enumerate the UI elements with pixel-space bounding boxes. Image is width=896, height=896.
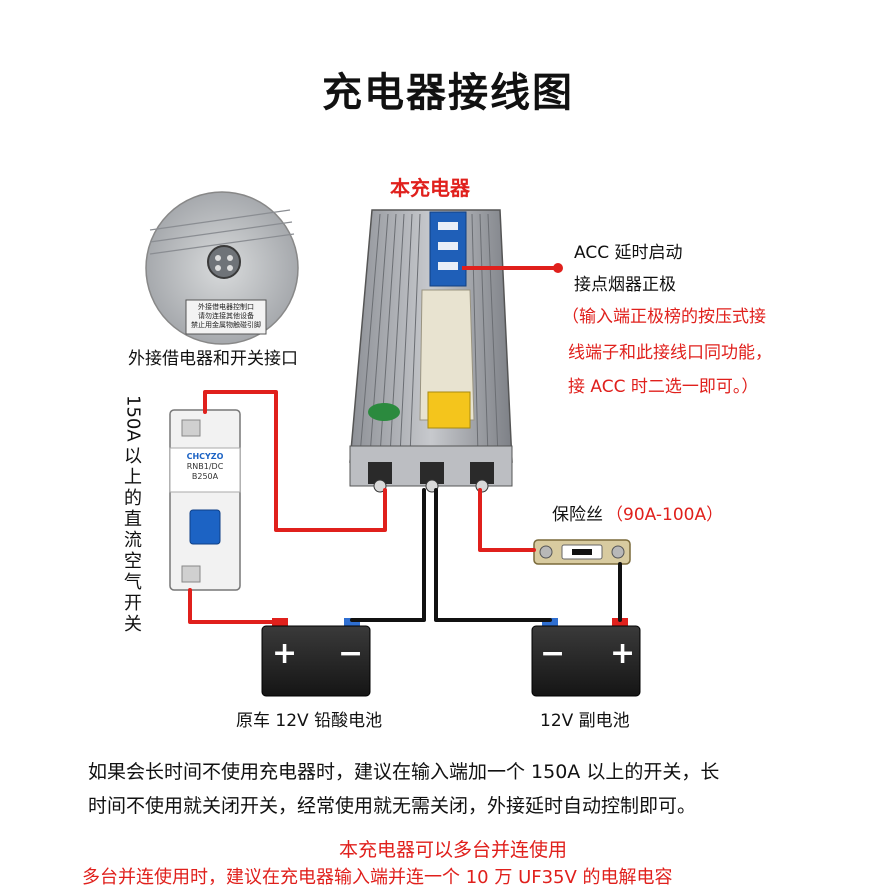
acc-line-2: 接点烟器正极 — [574, 275, 676, 295]
battery-main-label: 原车 12V 铅酸电池 — [236, 711, 383, 731]
breaker-brand: CHCYZO — [186, 452, 224, 461]
breaker-model-line: RNB1/DC — [186, 462, 224, 471]
wire-black-main-ground — [350, 488, 426, 622]
charger-unit — [349, 209, 513, 493]
note-red-2: 多台并连使用时，建议在充电器输入端并连一个 10 万 UF35V 的电解电容 — [82, 867, 673, 888]
breaker-label-char: 150A — [122, 395, 144, 442]
wire-red-breaker-to-charger — [203, 390, 387, 532]
battery-aux — [531, 618, 641, 697]
wire-red-breaker-to-battery — [188, 588, 282, 624]
note-red-1: 本充电器可以多台并连使用 — [338, 839, 567, 861]
fuse — [533, 539, 631, 565]
breaker-label-char: 直 — [124, 508, 142, 530]
plug-plate-line: 请勿连接其他设备 — [198, 312, 254, 320]
plug-plate-text: 外接借电器控制口 请勿连接其他设备 禁止用金属物触碰引脚 — [188, 303, 264, 330]
breaker-vertical-label: 150A 以 上 的 直 流 空 气 开 关 — [118, 395, 148, 635]
breaker-label-char: 开 — [124, 592, 142, 614]
acc-note-2: 线端子和此接线口同功能， — [568, 343, 772, 363]
battery-aux-minus: − — [540, 636, 566, 671]
breaker-label-char: 的 — [124, 487, 142, 509]
breaker-label-char: 流 — [124, 529, 142, 551]
battery-main-plus: + — [272, 636, 298, 671]
breaker-label-char: 气 — [124, 571, 142, 593]
page-title: 充电器接线图 — [322, 70, 574, 116]
battery-aux-plus: + — [610, 636, 636, 671]
breaker-label-char: 上 — [124, 466, 142, 488]
acc-pointer-dot — [553, 263, 563, 273]
fuse-spec: （90A-100A） — [606, 505, 724, 525]
wire-red-charger-to-fuse — [478, 488, 536, 552]
acc-line-1: ACC 延时启动 — [574, 243, 683, 263]
note-line-2: 时间不使用就关闭开关，经常使用就无需关闭，外接延时自动控制即可。 — [88, 795, 697, 817]
battery-aux-label: 12V 副电池 — [540, 711, 630, 731]
breaker-label-char: 空 — [124, 550, 142, 572]
breaker-label-char: 以 — [124, 445, 142, 467]
fuse-label: 保险丝 — [552, 505, 603, 525]
acc-note-3: 接 ACC 时二选一即可。） — [568, 377, 759, 397]
plug-plate-line: 外接借电器控制口 — [198, 303, 254, 311]
breaker-label-char: 关 — [124, 613, 142, 635]
note-line-1: 如果会长时间不使用充电器时，建议在输入端加一个 150A 以上的开关，长 — [88, 761, 720, 783]
dc-breaker — [169, 409, 241, 591]
wire-black-aux-ground — [434, 488, 552, 622]
plug-plate-line: 禁止用金属物触碰引脚 — [191, 321, 261, 329]
breaker-print: CHCYZO RNB1/DC B250A — [172, 452, 238, 482]
plug-inset — [145, 191, 299, 345]
battery-main-minus: − — [338, 636, 364, 671]
relay-interface-label: 外接借电器和开关接口 — [128, 349, 298, 369]
charger-label: 本充电器 — [390, 176, 470, 200]
acc-note-1: （输入端正极榜的按压式接 — [562, 307, 766, 327]
breaker-model-line: B250A — [191, 472, 219, 481]
